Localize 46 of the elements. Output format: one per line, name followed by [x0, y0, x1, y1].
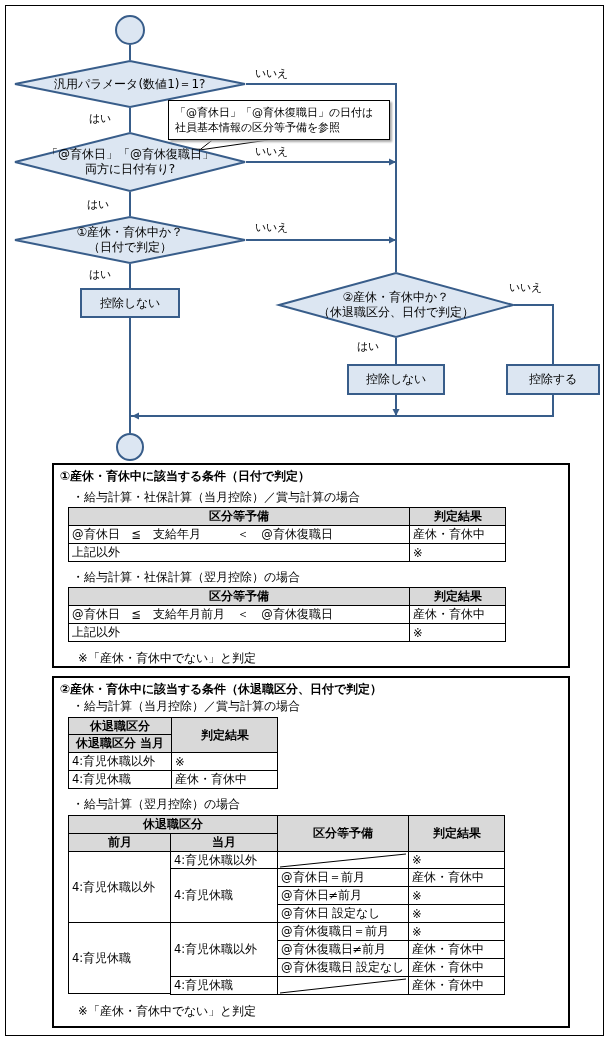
callout-box: 「@育休日」「@育休復職日」の日付は社員基本情報の区分等予備を参照 [168, 100, 390, 140]
decision-diamond: ①産休・育休中か？（日付で判定） [14, 216, 246, 264]
connector-line [129, 263, 131, 289]
edge-label: いいえ [254, 67, 289, 81]
header-cell: 判定結果 [171, 717, 278, 753]
edge-label: いいえ [508, 281, 543, 295]
header-cell: 判定結果 [408, 815, 505, 852]
footnote: ※「産休・育休中でない」と判定 [78, 651, 257, 667]
table-caption: ・給与計算・社保計算（当月控除）／賞与計算の場合 [72, 490, 361, 506]
table-cell: 産休・育休中 [171, 770, 278, 789]
edge-label: はい [88, 112, 112, 126]
table-cell: 4:育児休職 [68, 922, 171, 994]
connector-line [395, 337, 397, 365]
edge-label: はい [86, 198, 110, 212]
table-caption: ・給与計算・社保計算（翌月控除）の場合 [72, 570, 301, 586]
decision-diamond: 「@育休日」「@育休復職日」両方に日付有り? [14, 132, 246, 192]
section-heading: ②産休・育休中に該当する条件（休退職区分、日付で判定） [60, 681, 383, 698]
header-cell: 休退職区分 [68, 717, 172, 735]
table-cell: 産休・育休中 [408, 976, 505, 995]
section-heading: ①産休・育休中に該当する条件（日付で判定） [60, 468, 311, 485]
header-cell: 区分等予備 [277, 815, 409, 852]
section-panel [52, 676, 570, 1028]
edge-label: はい [356, 340, 380, 354]
connector-line [129, 191, 131, 217]
terminal-circle [116, 433, 144, 461]
table-cell: 上記以外 [68, 623, 410, 642]
connector-line [513, 304, 554, 365]
process-box: 控除する [506, 364, 600, 395]
table-cell: 上記以外 [68, 543, 410, 562]
table-caption: ・給与計算（翌月控除）の場合 [72, 797, 241, 813]
section-panel [52, 463, 570, 668]
table-cell: 4:育児休職 [170, 976, 278, 995]
table-cell: 4:育児休職 [68, 770, 172, 789]
terminal-circle [115, 15, 145, 45]
footnote: ※「産休・育休中でない」と判定 [78, 1004, 257, 1020]
process-box: 控除しない [347, 364, 445, 395]
table-cell: ※ [409, 543, 506, 562]
connector-line [129, 107, 131, 133]
table-caption: ・給与計算（当月控除）／賞与計算の場合 [72, 699, 301, 715]
table-cell: ※ [409, 623, 506, 642]
connector-line [129, 44, 131, 61]
edge-label: いいえ [254, 221, 289, 235]
edge-label: いいえ [254, 145, 289, 159]
edge-label: はい [88, 268, 112, 282]
arrow [245, 236, 397, 273]
process-box: 控除しない [80, 288, 180, 318]
